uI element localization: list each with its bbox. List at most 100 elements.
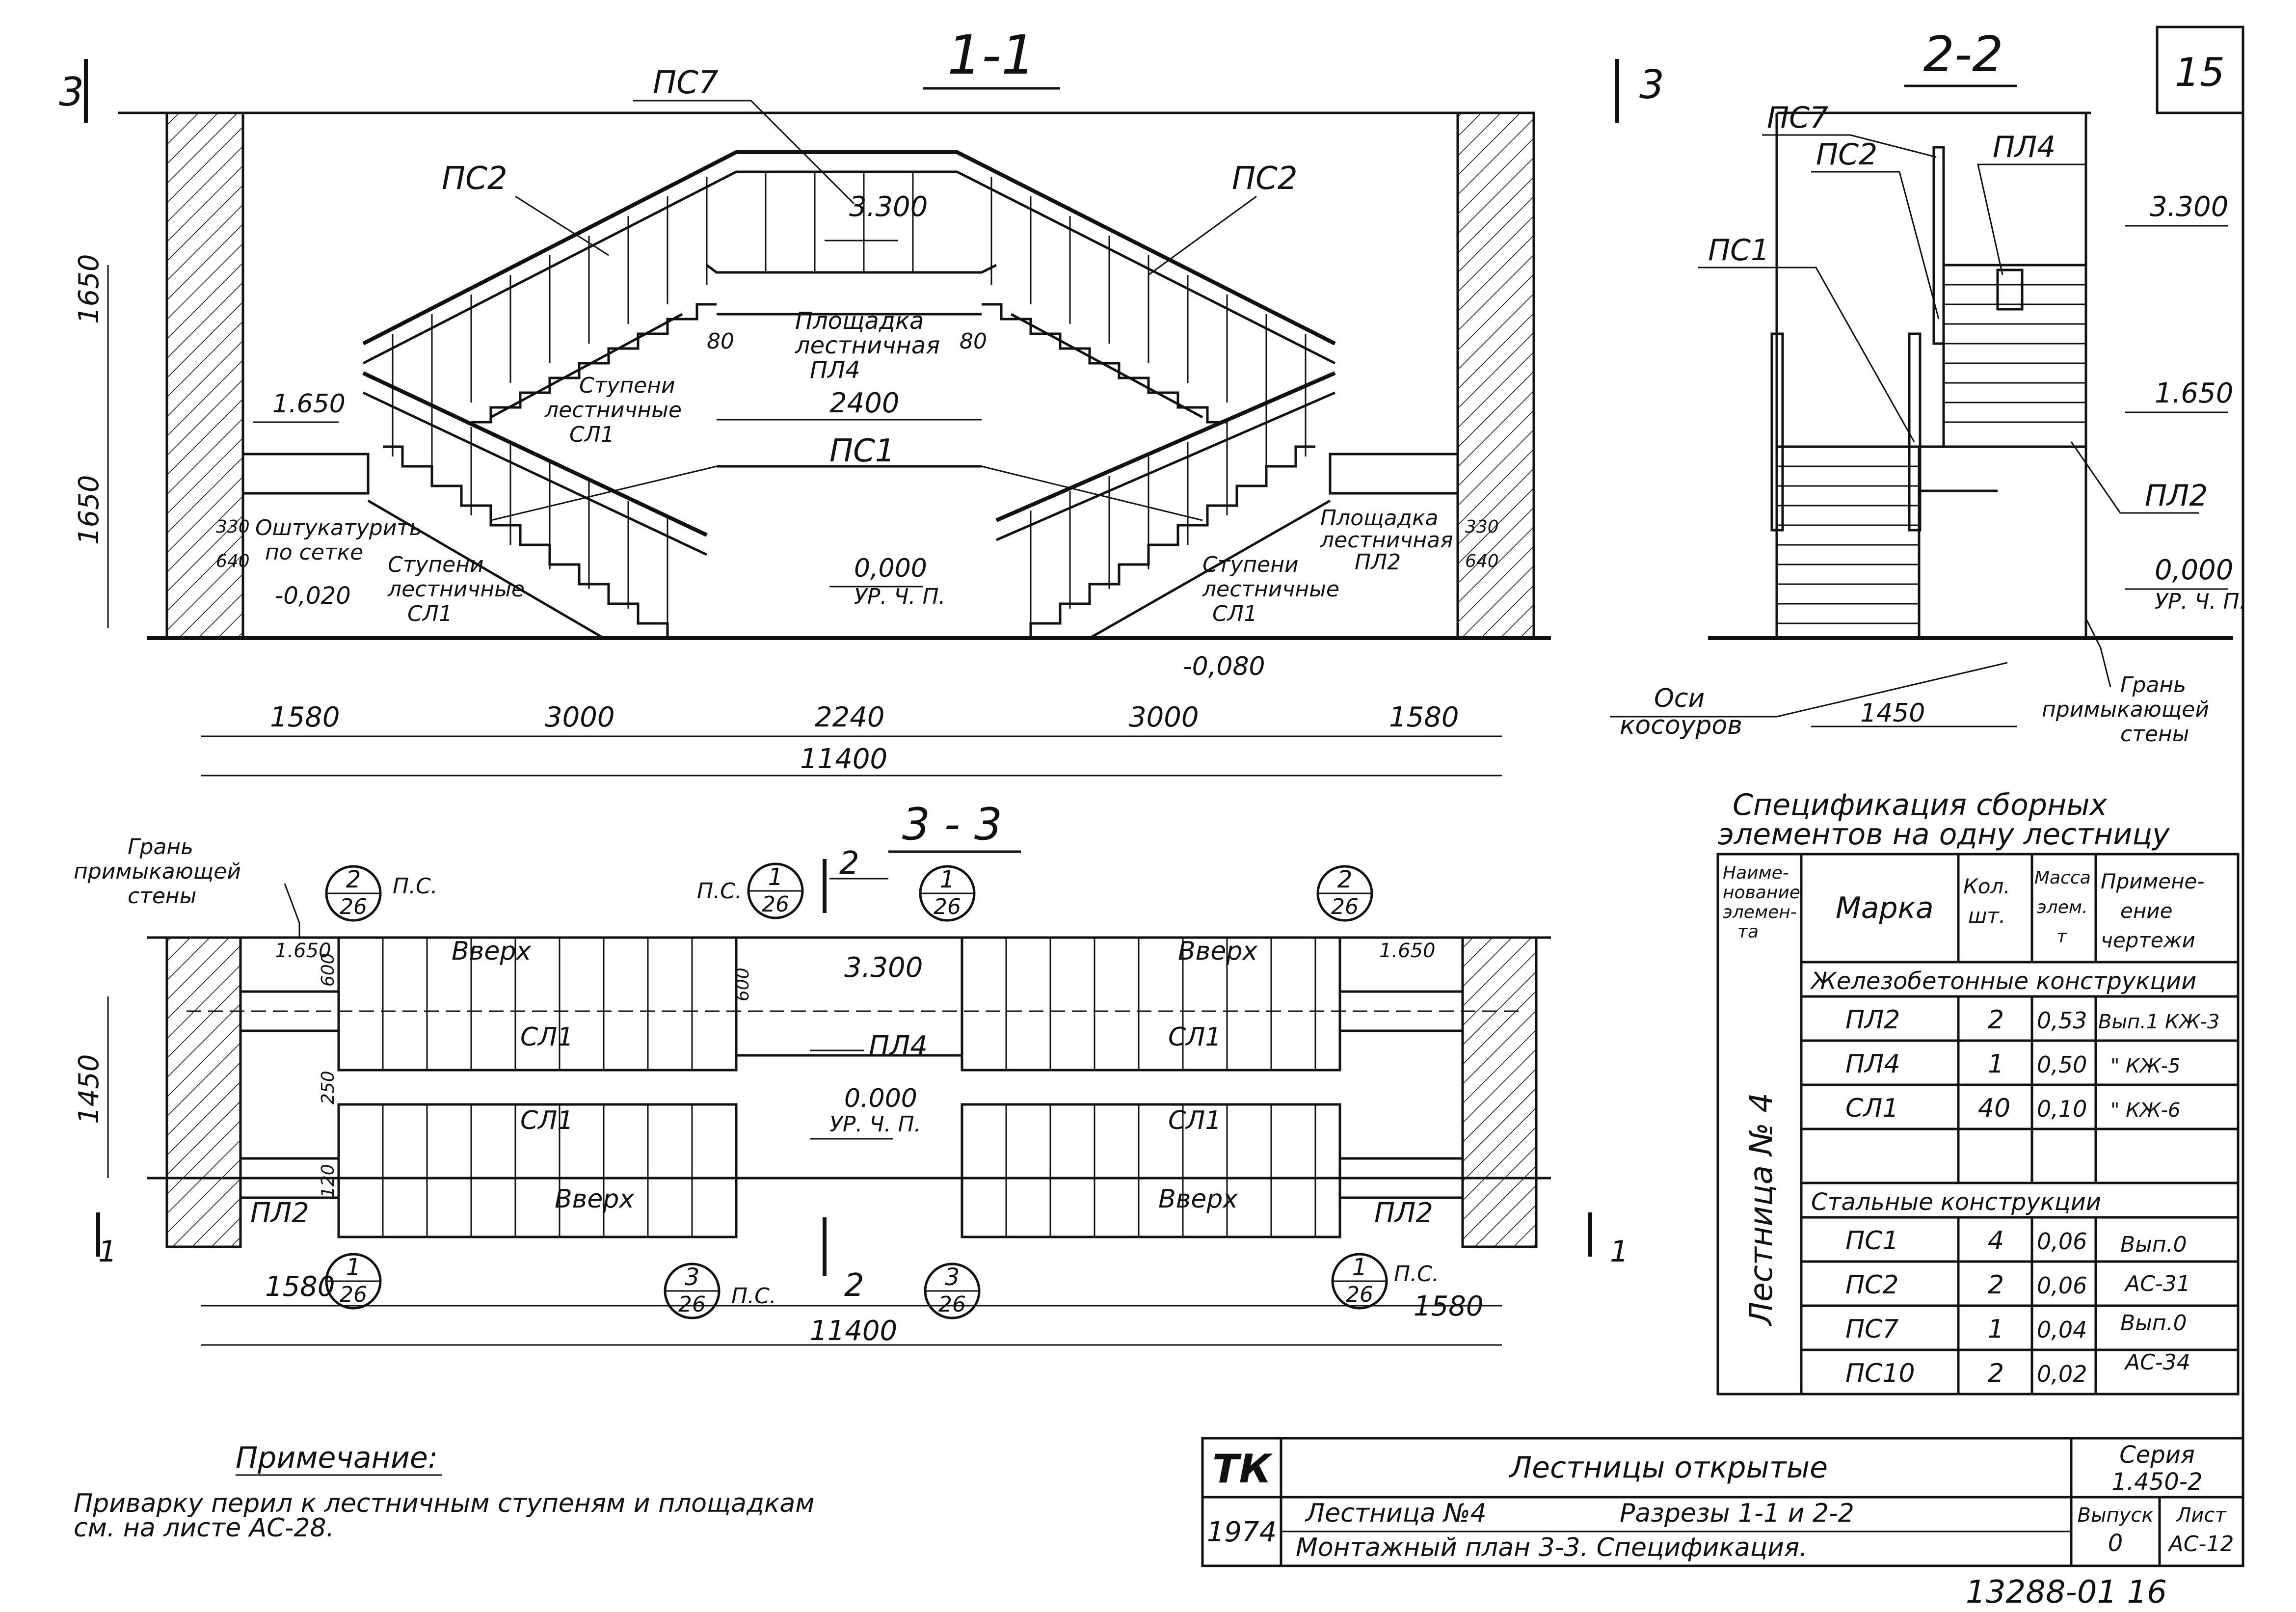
plan-3-title: 3 - 3 bbox=[902, 799, 1002, 850]
section-1-cut-right: 3 bbox=[1639, 62, 1664, 107]
spec-rc-0-ref: Вып.1 КЖ-3 bbox=[2098, 1011, 2219, 1033]
plan-up-4: Вверх bbox=[1158, 1184, 1238, 1214]
landing-pl2-line-1: Площадка bbox=[1320, 506, 1439, 531]
callout-c8: 1 26 П.С. bbox=[1331, 1253, 1439, 1310]
callout-c7: 3 26 bbox=[924, 1263, 981, 1319]
ps2-right-leader bbox=[1148, 195, 1257, 276]
lower-steps-left bbox=[383, 445, 669, 638]
steps-right-2: лестничные bbox=[1202, 577, 1339, 602]
section-1-dim-80-right: 80 bbox=[960, 329, 987, 354]
spec-rc-1-qty: 1 bbox=[1988, 1049, 2004, 1079]
spec-row-steel-1: ПС2 2 0,06 bbox=[1845, 1270, 2087, 1300]
spec-ref-steel-3: АС-34 bbox=[2124, 1350, 2190, 1375]
section-2-ps7-leader bbox=[1762, 134, 1937, 158]
section-2-wall-face-leader bbox=[2085, 618, 2111, 688]
spec-title-1: Спецификация сборных bbox=[1733, 788, 2108, 822]
plan-dim-600-b: 600 bbox=[733, 967, 753, 1001]
section-2-elev-0000: 0,000 bbox=[2155, 554, 2233, 586]
plan-sl1-1: СЛ1 bbox=[520, 1022, 574, 1052]
spec-h-name-1: Наиме- bbox=[1723, 863, 1789, 883]
landing-pl2-right bbox=[1329, 453, 1459, 495]
section-1-elev-3300: 3.300 bbox=[849, 191, 928, 223]
section-2-axis-line bbox=[1776, 662, 2008, 718]
spec-rc-0-mass: 0,53 bbox=[2037, 1007, 2087, 1034]
spec-ref-steel-2: Вып.0 bbox=[2120, 1311, 2187, 1336]
steps-upper-1: Ступени bbox=[579, 373, 675, 398]
section-2-ur-ch-p: УР. Ч. П. bbox=[2155, 589, 2246, 614]
section-2-rail-ps1-left bbox=[1770, 332, 1784, 532]
spec-st-3-mass: 0,02 bbox=[2037, 1361, 2087, 1387]
callout-c3-bottom: 26 bbox=[934, 894, 961, 919]
title-block-issue-label: Выпуск bbox=[2078, 1504, 2154, 1527]
title-block-title: Лестницы открытые bbox=[1509, 1451, 1828, 1485]
spec-table-frame bbox=[1716, 853, 2240, 1396]
section-2-wall-face-2: примыкающей bbox=[2042, 697, 2209, 722]
landing-pl2-line-3: ПЛ2 bbox=[1355, 550, 1401, 575]
section-1-label-ps1: ПС1 bbox=[829, 433, 895, 469]
plan-pl4: ПЛ4 bbox=[869, 1030, 928, 1062]
steps-left-2: лестничные bbox=[387, 577, 525, 602]
section-1-dim-80-left: 80 bbox=[707, 329, 734, 354]
ps2-left-leader bbox=[515, 195, 609, 256]
plan-ur-ch-p: УР. Ч. П. bbox=[829, 1112, 921, 1137]
lower-balusters bbox=[392, 388, 1307, 623]
title-block-sheet-value: АС-12 bbox=[2167, 1531, 2234, 1557]
ps1-leader-right bbox=[981, 465, 1203, 521]
spec-rc-0-qty: 2 bbox=[1988, 1005, 2004, 1035]
spec-row-steel-3: ПС10 2 0,02 bbox=[1845, 1359, 2087, 1388]
section-2-elev-1650: 1.650 bbox=[2155, 377, 2233, 409]
title-block: ТК 1974 Лестницы открытые Лестница №4 Ра… bbox=[1201, 1437, 2244, 1567]
section-2-lower-treads bbox=[1777, 465, 1919, 624]
callout-c6-ps: П.С. bbox=[731, 1284, 776, 1309]
plan-dim-250: 250 bbox=[318, 1071, 338, 1104]
spec-st-2-mark: ПС7 bbox=[1845, 1315, 1899, 1344]
plan-dim-600: 600 bbox=[318, 953, 338, 987]
lower-railing-left bbox=[362, 371, 708, 537]
spec-h-refs-2: ение bbox=[2120, 899, 2172, 923]
section-1-dim-1650-top: 1650 bbox=[73, 254, 105, 324]
section-1-dim-3: 3000 bbox=[1129, 701, 1199, 733]
section-2-pl2-leader bbox=[2070, 441, 2199, 514]
ps7-leader bbox=[633, 100, 855, 205]
spec-title-2: элементов на одну лестницу bbox=[1718, 817, 2170, 852]
section-2-ps2-leader bbox=[1811, 171, 1940, 320]
section-1-label-ps2-left: ПС2 bbox=[442, 161, 507, 197]
callout-c2-bottom: 26 bbox=[762, 892, 789, 917]
spec-h-refs-1: Примене- bbox=[2101, 869, 2205, 893]
spec-h-mark: Марка bbox=[1836, 891, 1934, 925]
plan-cut-1-right-label: 1 bbox=[1610, 1235, 1629, 1269]
spec-rc-2-mass: 0,10 bbox=[2037, 1096, 2087, 1122]
plan-up-3: Вверх bbox=[555, 1184, 635, 1214]
section-2-lower-flight bbox=[1775, 445, 1921, 640]
callout-c7-top: 3 bbox=[945, 1263, 960, 1291]
lower-soffit-right bbox=[1089, 499, 1331, 640]
spec-st-1-qty: 2 bbox=[1988, 1270, 2004, 1300]
plan-sl1-3: СЛ1 bbox=[520, 1106, 574, 1135]
plan-elev-1650-right: 1.650 bbox=[1379, 940, 1436, 962]
section-1-1: 1-1 3 3 bbox=[59, 24, 1664, 777]
landing-pl4-line-2: лестничная bbox=[795, 332, 940, 359]
landing-pl4-line-1: Площадка bbox=[795, 307, 924, 335]
section-1-dim-1650-bottom: 1650 bbox=[73, 475, 105, 545]
plan-pl2-left: ПЛ2 bbox=[250, 1197, 309, 1229]
section-1-dim-1: 3000 bbox=[545, 701, 615, 733]
spec-h-mass-1: Масса bbox=[2034, 868, 2091, 888]
spec-rc-1-mark: ПЛ4 bbox=[1845, 1049, 1900, 1079]
title-block-year: 1974 bbox=[1207, 1516, 1277, 1548]
landing-pl2-left bbox=[241, 453, 370, 495]
callout-c8-bottom: 26 bbox=[1346, 1282, 1373, 1307]
plan-wall-face-leader bbox=[284, 883, 300, 938]
spec-h-qty-1: Кол. bbox=[1963, 874, 2010, 898]
spec-rc-2-mark: СЛ1 bbox=[1845, 1094, 1899, 1123]
plan-flight-upper-right bbox=[961, 936, 1341, 1072]
lower-railing-right bbox=[995, 371, 1336, 522]
spec-st-2-qty: 1 bbox=[1988, 1315, 2004, 1344]
plan-cut-2-top-label: 2 bbox=[839, 845, 859, 882]
plan-sl1-4: СЛ1 bbox=[1168, 1106, 1222, 1135]
plan-wall-face-1: Грань bbox=[128, 834, 193, 860]
spec-row-steel-0: ПС1 4 0,06 bbox=[1845, 1226, 2087, 1256]
steps-upper-2: лестничные bbox=[544, 398, 682, 423]
section-2-elev-3300: 3.300 bbox=[2150, 191, 2228, 223]
spec-row-rc-2: СЛ1 40 0,10 " КЖ-6 bbox=[1845, 1094, 2180, 1123]
section-2-2: 2-2 ПС7 ПС2 ПЛ4 bbox=[1610, 26, 2246, 747]
